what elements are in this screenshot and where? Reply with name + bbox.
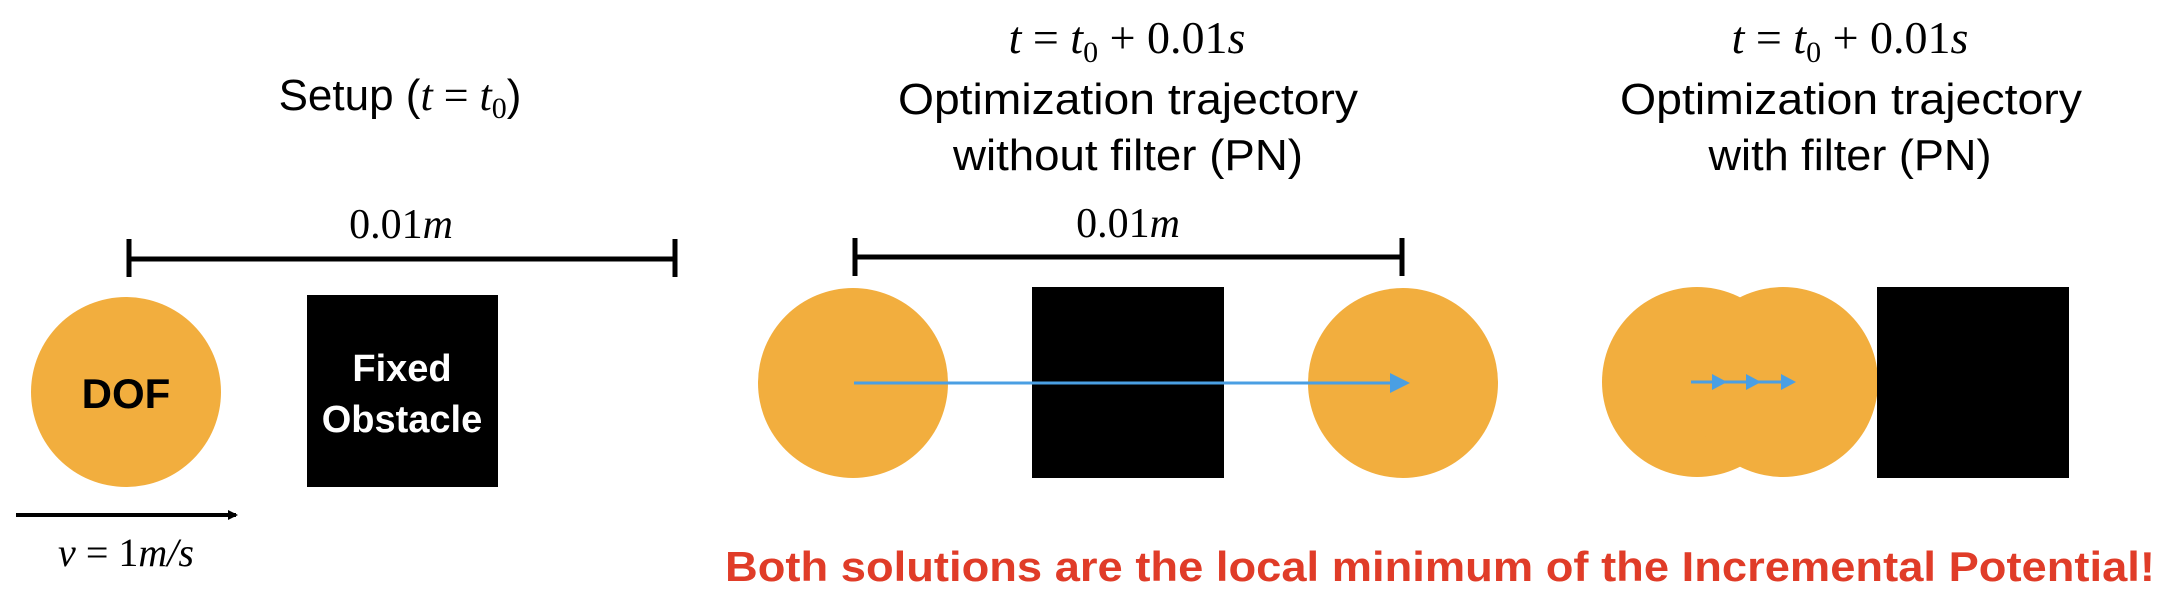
time-sub: 0 — [1806, 36, 1821, 69]
setup-distance-number: 0.01 — [349, 202, 423, 248]
panel-with-filter: t = t0 + 0.01s Optimization trajectory w… — [1602, 12, 2082, 478]
velocity-unit: m/s — [138, 530, 194, 575]
panel-title-line1: Optimization trajectory — [898, 75, 1358, 124]
fixed-obstacle — [307, 295, 498, 487]
velocity-var: v — [58, 530, 76, 575]
panel-distance-bar — [852, 238, 1405, 276]
time-sub: 0 — [1083, 36, 1098, 69]
setup-title-t0: t — [480, 71, 494, 120]
velocity-eq: = 1 — [76, 530, 139, 575]
dof-label: DOF — [82, 370, 171, 417]
obstacle-label-line2: Obstacle — [322, 399, 483, 441]
time-t0: t — [1793, 12, 1807, 63]
setup-title-eq: = — [433, 71, 480, 120]
setup-panel: Setup (t = t0) 0.01m DOF Fixed Obstacle … — [16, 71, 678, 575]
panel-title-line2: with filter (PN) — [1707, 131, 1991, 180]
time-unit: s — [1951, 12, 1969, 63]
dof-start-circle — [758, 288, 948, 478]
panel-without-filter: t = t0 + 0.01s Optimization trajectory w… — [758, 12, 1498, 478]
dof-circle — [31, 297, 221, 487]
velocity-label: v = 1m/s — [58, 530, 194, 575]
distance-number: 0.01 — [1076, 201, 1150, 247]
time-t: t — [1732, 12, 1746, 63]
time-eq: = — [1021, 12, 1070, 63]
setup-title-t: t — [420, 71, 434, 120]
panel-title-line1: Optimization trajectory — [1620, 75, 2082, 124]
setup-title-sub: 0 — [492, 92, 507, 125]
time-plus: + 0.01 — [1821, 12, 1950, 63]
time-unit: s — [1228, 12, 1246, 63]
setup-title: Setup (t = t0) — [279, 71, 522, 125]
panel-title-line2: without filter (PN) — [952, 131, 1303, 180]
distance-unit: m — [1150, 201, 1180, 247]
setup-title-word: Setup ( — [279, 71, 421, 120]
fixed-obstacle — [1877, 287, 2069, 478]
time-t0: t — [1070, 12, 1084, 63]
trajectory-steps-arrow-icon — [1691, 374, 1796, 390]
time-plus: + 0.01 — [1098, 12, 1227, 63]
time-t: t — [1009, 12, 1023, 63]
panel-time-label: t = t0 + 0.01s — [1009, 12, 1246, 69]
obstacle-label-line1: Fixed — [352, 348, 451, 390]
conclusion-text: Both solutions are the local minimum of … — [725, 543, 2155, 590]
setup-title-close: ) — [507, 71, 522, 120]
setup-distance-label: 0.01m — [349, 202, 453, 248]
panel-distance-label: 0.01m — [1076, 201, 1180, 247]
setup-distance-bar — [126, 239, 678, 277]
setup-distance-unit: m — [423, 202, 453, 248]
panel-time-label: t = t0 + 0.01s — [1732, 12, 1969, 69]
time-eq: = — [1744, 12, 1793, 63]
trajectory-arrow-icon — [854, 373, 1410, 393]
